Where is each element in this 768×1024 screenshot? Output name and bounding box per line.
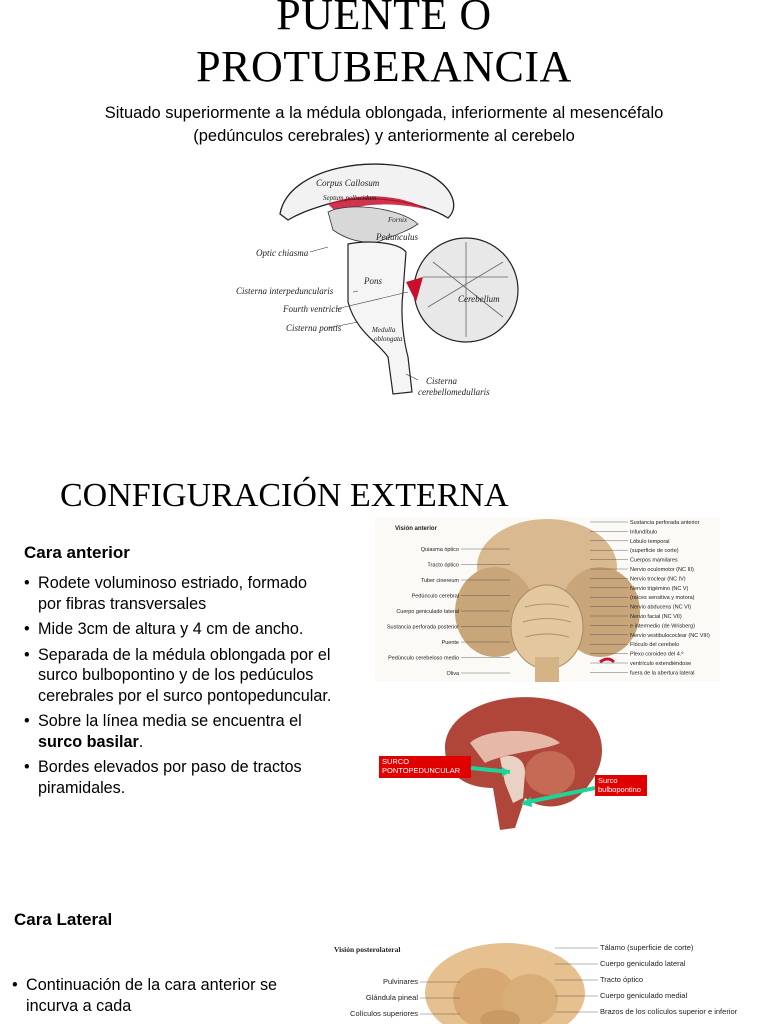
posterolateral-view-title: Visión posterolateral — [334, 945, 400, 954]
anatomy-label: Nervio abducens (NC VI) — [630, 605, 691, 611]
anatomy-label: Pedúnculo cerebral — [412, 594, 459, 600]
anatomy-label: Infundíbulo — [630, 529, 657, 535]
anatomy-label: Cuerpo geniculado lateral — [396, 609, 459, 615]
callout-pontopeduncular-box — [379, 756, 471, 778]
label-medulla: Medulla — [371, 326, 396, 334]
brain-photo-figure: SURCO PONTOPEDUNCULAR Surco bulbopontino — [379, 697, 647, 830]
label-cisterna-interpeduncularis: Cisterna interpeduncularis — [236, 286, 334, 296]
anatomy-label: Tálamo (superficie de corte) — [600, 943, 694, 952]
anatomy-label: Pulvinares — [383, 977, 418, 986]
label-pedunculus: Pedunculus — [375, 232, 418, 242]
slide-title: PUENTE O PROTUBERANCIA — [0, 0, 768, 90]
slide-subtitle: Situado superiormente a la médula oblong… — [104, 104, 664, 145]
anatomy-label: Sustancia perforada posterior — [387, 625, 459, 631]
bullet-item: Separada de la médula oblongada por el s… — [24, 645, 334, 707]
anatomy-label: (raíces sensitiva y motora) — [630, 595, 695, 601]
label-fourth-ventricle: Fourth ventricle — [282, 304, 342, 314]
anatomy-label: Nervio vestibulococlear (NC VIII) — [630, 633, 710, 639]
anatomy-label: Pedúnculo cerebeloso medio — [388, 656, 459, 662]
anatomy-label: (superficie de corte) — [630, 548, 679, 554]
anatomy-label: Lóbulo temporal — [630, 539, 669, 545]
anatomy-label: Colículos superiores — [350, 1009, 418, 1018]
label-cerebellum: Cerebellum — [458, 294, 500, 304]
anatomy-label: Nervio facial (NC VII) — [630, 614, 682, 620]
anatomy-label: Nervio oculomotor (NC III) — [630, 567, 694, 573]
anatomy-label: Cuerpo geniculado lateral — [600, 959, 686, 968]
bullet-list-cara-lateral: Continuación de la cara anterior se incu… — [12, 975, 312, 1021]
section-title-cara-anterior: Cara anterior — [24, 543, 130, 562]
anatomy-label: Sustancia perforada anterior — [630, 520, 700, 526]
callout-right-line2: bulbopontino — [598, 785, 641, 794]
label-corpus-callosum: Corpus Callosum — [316, 178, 380, 188]
anatomy-label: Tracto óptico — [427, 563, 459, 569]
label-pons: Pons — [363, 276, 382, 286]
anatomy-label: Quiasma óptico — [421, 547, 459, 553]
bullet-item: Mide 3cm de altura y 4 cm de ancho. — [24, 619, 334, 640]
title-line-1: PUENTE O — [276, 0, 492, 39]
posterolateral-right-labels: Tálamo (superficie de corte) Cuerpo genic… — [555, 943, 738, 1016]
label-oblongata: oblongata — [374, 335, 403, 343]
anatomy-label: Nervio trigémino (NC V) — [630, 586, 689, 592]
slide-heading-configuracion: CONFIGURACIÓN EXTERNA — [60, 477, 509, 514]
anatomy-label: Nervio troclear (NC IV) — [630, 576, 686, 582]
callout-bulbopontino-box — [595, 775, 647, 796]
posterolateral-view-figure: Visión posterolateral PulvinaresGlándula… — [334, 943, 738, 1024]
anatomy-label: Flóculo del cerebelo — [630, 642, 679, 648]
title-line-2: PROTUBERANCIA — [196, 42, 572, 91]
label-cisterna-pontis: Cisterna pontis — [286, 323, 342, 333]
anterior-right-labels: Sustancia perforada anteriorInfundíbuloL… — [590, 520, 710, 676]
anatomy-label: e intermedio (de Wrisberg) — [630, 623, 695, 629]
bullet-item: Sobre la línea media se encuentra el sur… — [24, 711, 334, 752]
anatomy-label: ventrículo extendiéndose — [630, 661, 691, 667]
anatomy-label: Puente — [442, 640, 459, 646]
sagittal-brainstem-figure: Corpus Callosum Septum pellucidum Fornix… — [236, 163, 519, 397]
label-septum: Septum pellucidum — [323, 194, 376, 202]
label-optic-chiasma: Optic chiasma — [256, 248, 309, 258]
callout-left-line2: PONTOPEDUNCULAR — [382, 766, 461, 775]
bullet-list-cara-anterior: Rodete voluminoso estriado, formado por … — [24, 573, 334, 803]
callout-left-line1: SURCO — [382, 757, 409, 766]
anatomy-label: Glándula pineal — [366, 993, 418, 1002]
callout-right-line1: Surco — [598, 776, 618, 785]
bullet-item: Bordes elevados por paso de tractos pira… — [24, 757, 334, 798]
anatomy-label: fuera de la abertura lateral — [630, 670, 695, 676]
section-title-cara-lateral: Cara Lateral — [14, 910, 113, 929]
label-cisterna-cm-2: cerebellomedullaris — [418, 387, 490, 397]
anatomy-label: Oliva — [446, 671, 459, 677]
anterior-view-title: Visión anterior — [395, 526, 438, 532]
label-cisterna-cm-1: Cisterna — [426, 376, 458, 386]
label-fornix: Fornix — [387, 216, 408, 224]
anatomy-label: Cuerpos mamilares — [630, 558, 678, 564]
anatomy-label: Cuerpo geniculado medial — [600, 991, 687, 1000]
anatomy-label: Plexo coroideo del 4.º — [630, 651, 683, 658]
bullet-item: Continuación de la cara anterior se incu… — [12, 975, 312, 1016]
anatomy-label: Brazos de los colículos superior e infer… — [600, 1007, 738, 1016]
anatomy-label: Tracto óptico — [600, 975, 643, 984]
bullet-item: Rodete voluminoso estriado, formado por … — [24, 573, 334, 614]
callout-right-arrow — [522, 786, 596, 805]
anatomy-label: Tuber cinereum — [421, 578, 460, 584]
